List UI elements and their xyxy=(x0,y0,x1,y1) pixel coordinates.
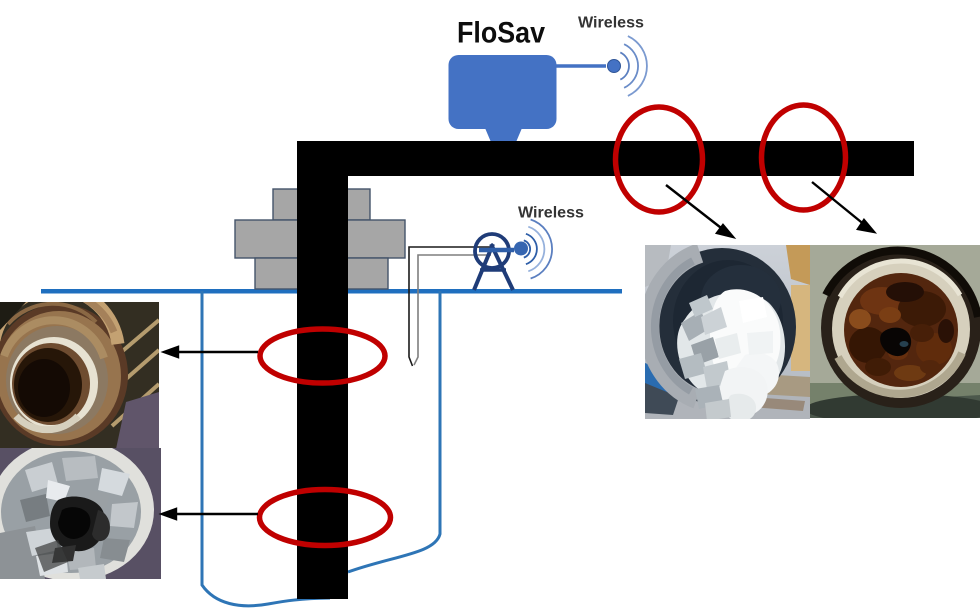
svg-text:Wireless: Wireless xyxy=(518,205,584,222)
svg-text:FloSav: FloSav xyxy=(457,17,545,50)
svg-text:Wireless: Wireless xyxy=(578,15,644,32)
